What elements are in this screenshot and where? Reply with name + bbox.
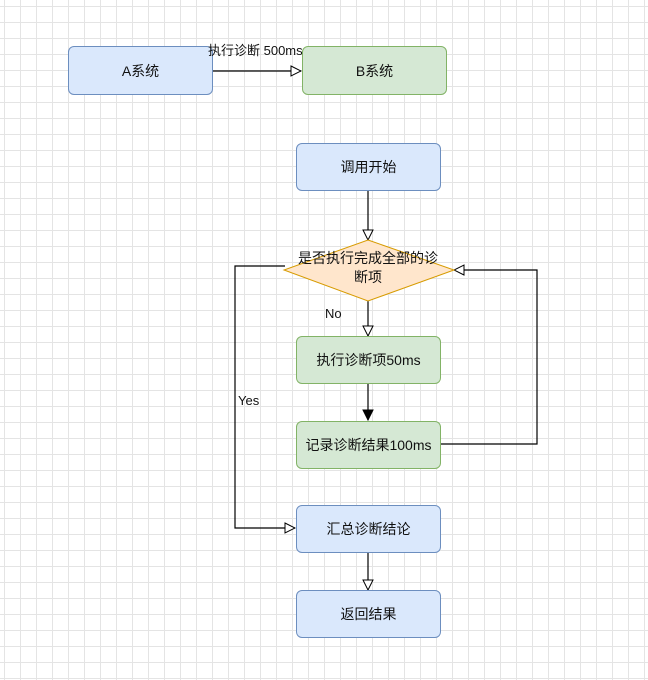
execute-label: 执行诊断项50ms <box>316 352 421 368</box>
decision-text-line2: 断项 <box>354 269 382 285</box>
summary-node[interactable]: 汇总诊断结论 <box>296 505 441 553</box>
system-b-label: B系统 <box>355 62 394 79</box>
decision-text-line1: 是否执行完成全部的诊 <box>298 250 438 266</box>
return-node[interactable]: 返回结果 <box>296 590 441 638</box>
decision-text: 是否执行完成全部的诊 断项 <box>288 249 448 287</box>
no-label: No <box>325 306 342 321</box>
return-label: 返回结果 <box>340 606 397 622</box>
record-node[interactable]: 记录诊断结果100ms <box>296 421 441 469</box>
edge-record-loop-to-decision <box>441 270 538 445</box>
decision-diamond[interactable] <box>282 239 456 302</box>
yes-label: Yes <box>238 393 260 408</box>
start-label: 调用开始 <box>340 159 397 175</box>
record-label: 记录诊断结果100ms <box>305 437 432 453</box>
edge-decision-to-summary <box>234 265 295 528</box>
system-a-label: A系统 <box>121 62 160 79</box>
system-b-node[interactable]: B系统 <box>302 46 447 95</box>
system-a-node[interactable]: A系统 <box>68 46 213 95</box>
edge-a-b-label: 执行诊断 500ms <box>208 43 303 58</box>
execute-node[interactable]: 执行诊断项50ms <box>296 336 441 384</box>
summary-label: 汇总诊断结论 <box>326 521 411 537</box>
start-node[interactable]: 调用开始 <box>296 143 441 191</box>
